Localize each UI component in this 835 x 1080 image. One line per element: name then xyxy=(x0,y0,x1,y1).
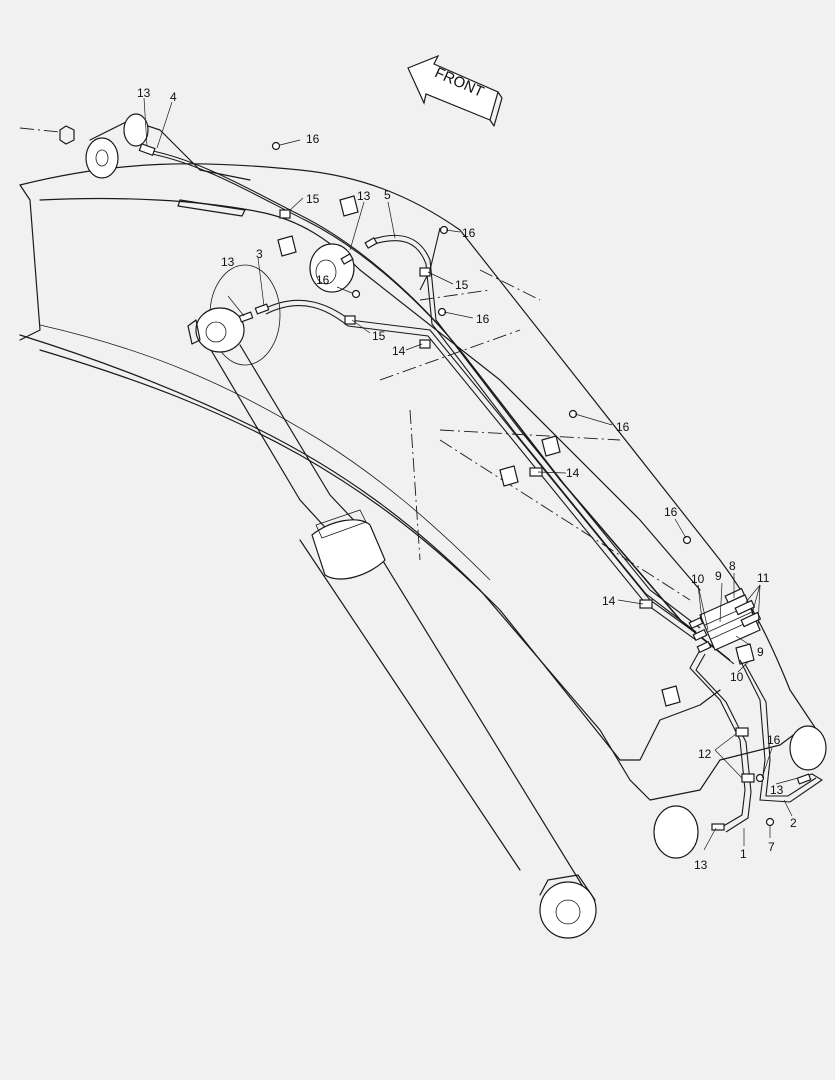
callout-label: 2 xyxy=(790,816,797,830)
callout-label: 10 xyxy=(691,572,705,586)
callout-label: 14 xyxy=(392,344,406,358)
callout-label: 5 xyxy=(384,188,391,202)
front-arrow: FRONT xyxy=(407,54,503,127)
callout-label: 16 xyxy=(476,312,490,326)
callout-label: 1 xyxy=(740,847,747,861)
callout-label: 15 xyxy=(372,329,386,343)
callout-label: 9 xyxy=(757,645,764,659)
callout-label: 13 xyxy=(221,255,235,269)
callout-label: 3 xyxy=(256,247,263,261)
callout-label: 16 xyxy=(316,273,330,287)
callout-label: 9 xyxy=(715,569,722,583)
callout-label: 13 xyxy=(137,86,151,100)
boom-outline xyxy=(19,113,827,859)
callout-label: 16 xyxy=(616,420,630,434)
callout-label: 13 xyxy=(357,189,371,203)
callout-label: 13 xyxy=(694,858,708,872)
callout-label: 14 xyxy=(566,466,580,480)
callout-label: 8 xyxy=(729,559,736,573)
hydraulic-cylinder xyxy=(187,264,597,939)
callout-labels: 13 4 16 15 13 5 16 13 3 16 15 16 15 14 1… xyxy=(137,86,797,872)
callout-label: 16 xyxy=(767,733,781,747)
callout-label: 12 xyxy=(698,747,712,761)
callout-label: 16 xyxy=(462,226,476,240)
callout-label: 11 xyxy=(757,571,770,585)
leader-lines xyxy=(143,97,799,851)
callout-label: 16 xyxy=(664,505,678,519)
callout-label: 15 xyxy=(455,278,469,292)
callout-label: 16 xyxy=(306,132,320,146)
valve-block-fittings xyxy=(138,141,812,831)
callout-label: 14 xyxy=(602,594,616,608)
hydraulic-hoses xyxy=(147,149,824,833)
callout-label: 7 xyxy=(768,840,775,854)
callout-label: 10 xyxy=(730,670,744,684)
callout-label: 15 xyxy=(306,192,320,206)
callout-label: 13 xyxy=(770,783,784,797)
callout-label: 4 xyxy=(170,90,177,104)
